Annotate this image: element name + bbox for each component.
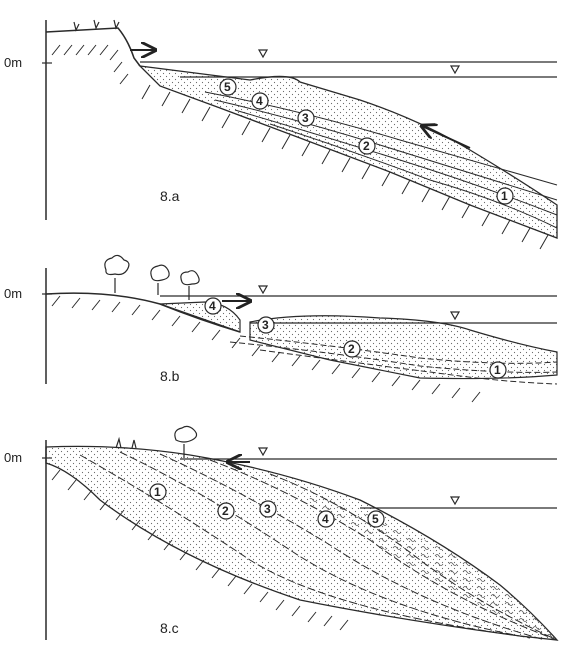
svg-text:2: 2 bbox=[363, 139, 370, 153]
unit-marker: 2 bbox=[218, 503, 234, 519]
svg-text:5: 5 bbox=[372, 512, 379, 526]
unit-marker: 1 bbox=[490, 362, 506, 378]
svg-text:1: 1 bbox=[501, 189, 508, 203]
unit-marker: 4 bbox=[205, 298, 221, 314]
svg-text:5: 5 bbox=[224, 80, 231, 94]
water-level-icon bbox=[451, 312, 459, 319]
svg-text:3: 3 bbox=[302, 111, 309, 125]
sediment-body bbox=[160, 302, 240, 332]
svg-text:3: 3 bbox=[264, 502, 271, 516]
depth-label: 0m bbox=[4, 450, 22, 465]
svg-text:4: 4 bbox=[209, 299, 216, 313]
panel-caption: 8.b bbox=[160, 368, 180, 384]
tree-icon bbox=[151, 265, 169, 295]
unit-marker: 3 bbox=[260, 501, 276, 517]
unit-marker: 5 bbox=[220, 79, 236, 95]
unit-marker: 1 bbox=[497, 188, 513, 204]
unit-marker: 4 bbox=[318, 511, 334, 527]
panel-caption: 8.a bbox=[160, 188, 180, 204]
sediment-wedge bbox=[46, 446, 557, 640]
panel-caption: 8.c bbox=[160, 620, 179, 636]
panel-8c: 0m 1 2 3 4 5 8.c bbox=[4, 426, 557, 640]
unit-marker: 2 bbox=[359, 138, 375, 154]
unit-marker: 1 bbox=[150, 484, 166, 500]
svg-text:4: 4 bbox=[322, 512, 329, 526]
unit-marker: 3 bbox=[298, 110, 314, 126]
svg-text:2: 2 bbox=[348, 342, 355, 356]
unit-marker: 2 bbox=[344, 341, 360, 357]
panel-8a: 0m 5 4 3 2 1 8.a bbox=[4, 20, 557, 249]
svg-text:1: 1 bbox=[154, 485, 161, 499]
tree-icon bbox=[105, 255, 129, 293]
depth-label: 0m bbox=[4, 286, 22, 301]
water-level-icon bbox=[259, 50, 267, 57]
water-level-icon bbox=[451, 497, 459, 504]
svg-text:2: 2 bbox=[222, 504, 229, 518]
water-level-icon bbox=[259, 448, 267, 455]
sediment-wedge bbox=[140, 66, 557, 238]
unit-marker: 3 bbox=[258, 317, 274, 333]
svg-text:3: 3 bbox=[262, 318, 269, 332]
svg-text:1: 1 bbox=[494, 363, 501, 377]
panel-8b: 0m 4 3 2 1 8.b bbox=[4, 255, 557, 402]
substrate-hatch bbox=[52, 45, 548, 249]
cliff-surface bbox=[46, 28, 140, 66]
depth-label: 0m bbox=[4, 55, 22, 70]
svg-text:4: 4 bbox=[256, 94, 263, 108]
unit-marker: 5 bbox=[368, 511, 384, 527]
water-level-icon bbox=[451, 66, 459, 73]
grass-tuft-icon bbox=[116, 439, 136, 448]
water-level-icon bbox=[259, 286, 267, 293]
unit-marker: 4 bbox=[252, 93, 268, 109]
